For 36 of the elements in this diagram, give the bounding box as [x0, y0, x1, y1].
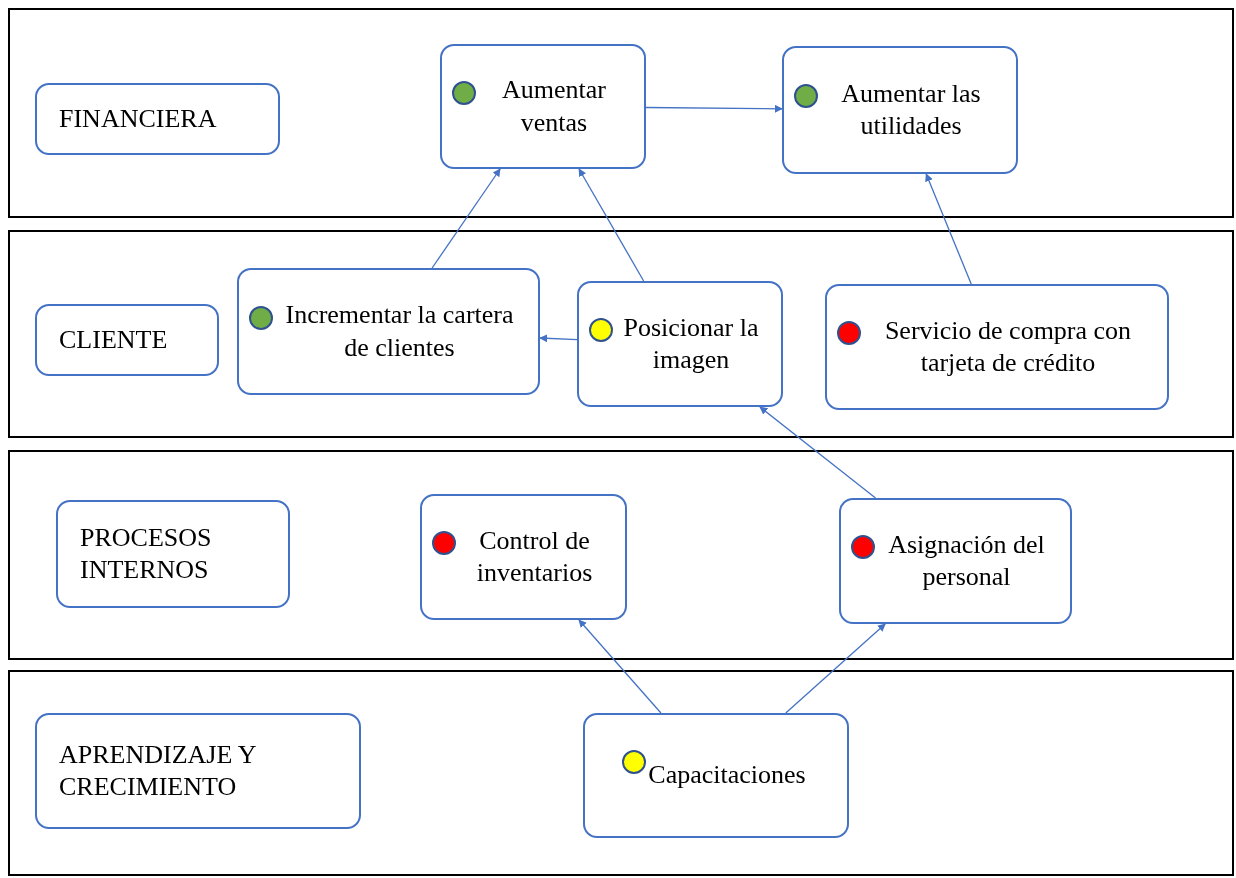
objective-box — [825, 284, 1169, 410]
objective-text: Aumentar las utilidades — [840, 77, 982, 142]
objective-text: Posicionar la imagen — [622, 311, 760, 376]
perspective-box — [56, 500, 290, 608]
objective-text: Servicio de compra con tarjeta de crédito — [883, 314, 1133, 379]
swimlane-band — [8, 230, 1234, 438]
objective-box — [237, 268, 540, 395]
objective-box — [583, 713, 849, 838]
objective-text: Capacitaciones — [648, 759, 806, 792]
arrow — [759, 406, 877, 499]
arrow — [539, 334, 578, 343]
arrow — [431, 168, 501, 269]
perspective-label: APRENDIZAJE Y CRECIMIENTO — [59, 738, 257, 803]
objective-box — [440, 44, 646, 169]
objective-box — [577, 281, 783, 407]
swimlane-band — [8, 450, 1234, 660]
perspective-label: PROCESOS INTERNOS — [80, 521, 213, 586]
perspective-box — [35, 83, 280, 155]
arrow — [645, 104, 783, 113]
objective-text: Asignación del personal — [887, 528, 1046, 593]
arrow — [578, 619, 662, 714]
swimlane-band — [8, 670, 1234, 876]
perspective-box — [35, 304, 219, 376]
objective-box — [839, 498, 1072, 624]
objective-text: Aumentar ventas — [501, 74, 607, 139]
objective-box — [782, 46, 1018, 174]
arrow — [578, 168, 645, 282]
arrow — [785, 623, 886, 714]
perspective-label: FINANCIERA — [59, 102, 217, 135]
swimlane-band — [8, 8, 1234, 218]
perspective-label: CLIENTE — [59, 323, 168, 356]
objective-text: Incrementar la cartera de clientes — [284, 299, 515, 364]
objective-text: Control de inventarios — [475, 524, 594, 589]
arrow — [925, 173, 972, 285]
objective-box — [420, 494, 627, 620]
perspective-box — [35, 713, 361, 829]
